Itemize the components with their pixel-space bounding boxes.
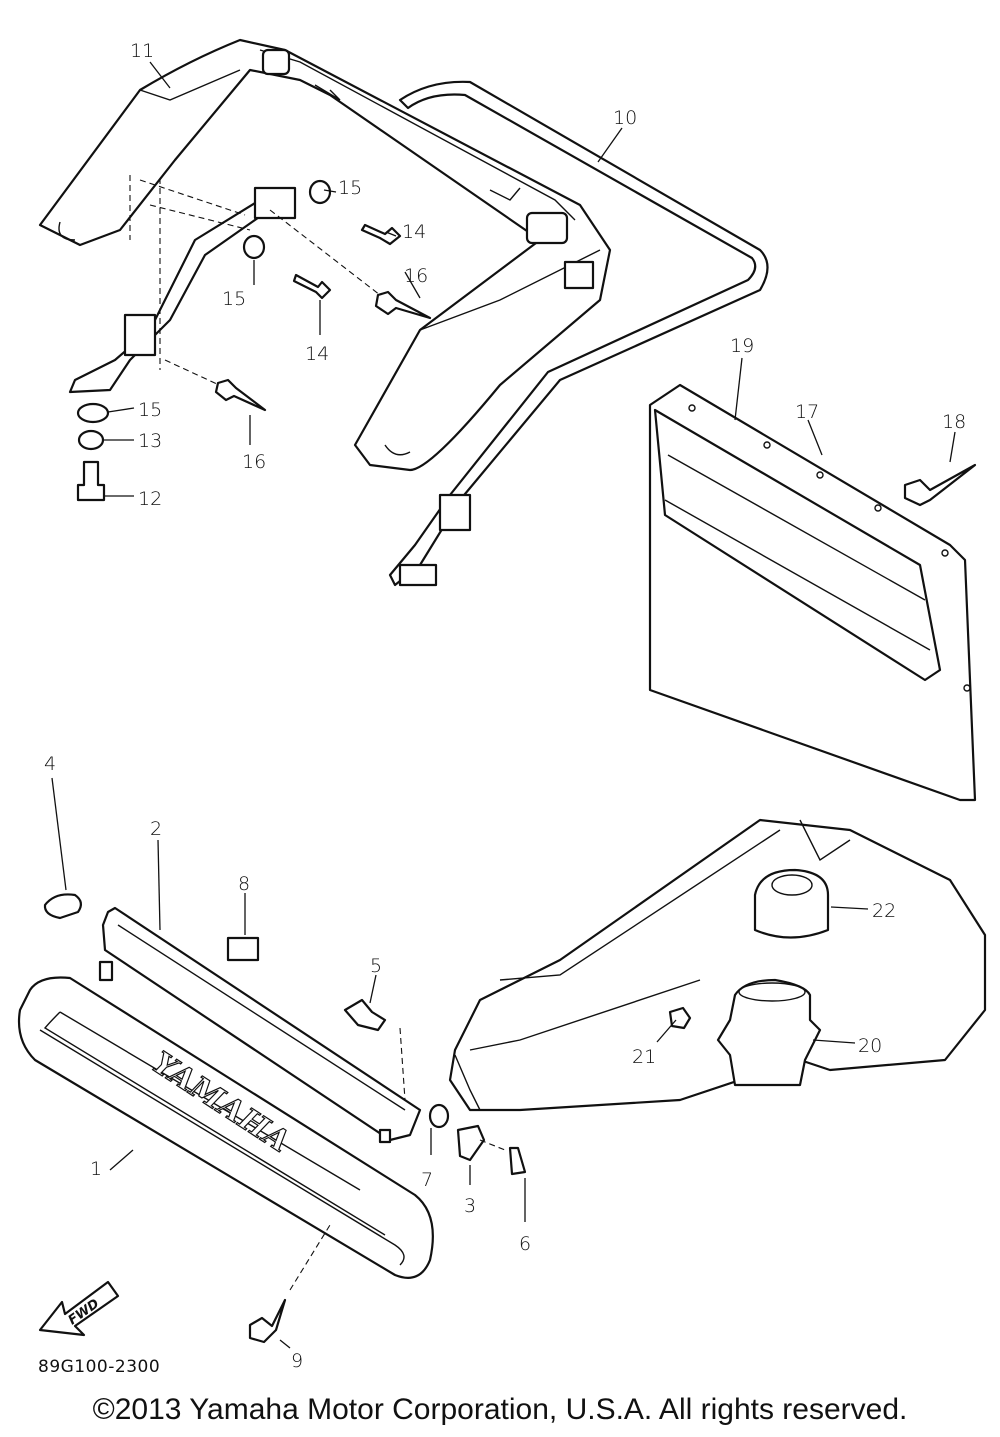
callout-3: 3 bbox=[464, 1195, 476, 1217]
hull-body bbox=[448, 818, 987, 1112]
bracket-3 bbox=[456, 1124, 486, 1162]
callout-22: 22 bbox=[872, 900, 896, 922]
washer-15-a bbox=[308, 179, 332, 205]
callout-16-a: 16 bbox=[404, 265, 428, 287]
clip-6 bbox=[508, 1146, 527, 1176]
callout-15-a: 15 bbox=[338, 177, 362, 199]
screw-9 bbox=[248, 1298, 287, 1344]
washer-15-c bbox=[76, 402, 110, 424]
part-4-bracket bbox=[43, 893, 82, 920]
callout-20: 20 bbox=[858, 1035, 882, 1057]
callout-14-b: 14 bbox=[305, 343, 329, 365]
callout-2: 2 bbox=[150, 818, 162, 840]
callout-6: 6 bbox=[519, 1233, 531, 1255]
callout-13: 13 bbox=[138, 430, 162, 452]
part-11-rear-carrier bbox=[38, 38, 612, 472]
callout-4: 4 bbox=[44, 753, 56, 775]
callout-14-a: 14 bbox=[402, 221, 426, 243]
callout-17: 17 bbox=[795, 401, 819, 423]
bolt-12 bbox=[76, 460, 106, 502]
forward-arrow-icon: FWD bbox=[38, 1280, 120, 1337]
rivet-18 bbox=[903, 463, 977, 507]
lockwasher-13 bbox=[77, 429, 105, 451]
leader-lines bbox=[51, 61, 956, 1349]
bolt-14-b bbox=[292, 273, 332, 300]
lower-hardware bbox=[43, 893, 527, 1344]
callout-19: 19 bbox=[730, 335, 754, 357]
callout-5: 5 bbox=[370, 955, 382, 977]
callout-15-b: 15 bbox=[222, 288, 246, 310]
callout-12: 12 bbox=[138, 488, 162, 510]
part-21-plug bbox=[668, 1006, 692, 1030]
drawing-code: 89G100-2300 bbox=[38, 1357, 161, 1377]
callout-labels: 11 10 15 14 16 15 14 15 13 12 16 19 17 1… bbox=[44, 40, 966, 1372]
callout-15-c: 15 bbox=[138, 399, 162, 421]
part-8-label bbox=[226, 936, 260, 962]
washer-7 bbox=[428, 1103, 450, 1129]
callout-21: 21 bbox=[632, 1046, 656, 1068]
callout-16-b: 16 bbox=[242, 451, 266, 473]
filler-parts bbox=[668, 868, 830, 1087]
callout-8: 8 bbox=[238, 873, 250, 895]
washer-15-b bbox=[242, 234, 266, 260]
bolt-14-a bbox=[360, 223, 402, 246]
copyright-notice: ©2013 Yamaha Motor Corporation, U.S.A. A… bbox=[92, 1393, 908, 1426]
callout-18: 18 bbox=[942, 411, 966, 433]
part-5-fastener bbox=[343, 998, 387, 1032]
callout-7: 7 bbox=[421, 1169, 433, 1191]
callout-11: 11 bbox=[130, 40, 154, 62]
part-10-grab-rail bbox=[68, 80, 769, 587]
rivet-16-b bbox=[214, 378, 267, 412]
upper-mounting-lines bbox=[129, 175, 381, 391]
callout-1: 1 bbox=[90, 1158, 102, 1180]
part-17-19-mud-flap bbox=[648, 383, 977, 802]
part-2-bumper-bracket bbox=[98, 906, 422, 1144]
rivet-16-a bbox=[374, 290, 432, 320]
callout-10: 10 bbox=[613, 107, 637, 129]
part-22-cap bbox=[753, 868, 830, 939]
upper-hardware bbox=[76, 179, 432, 502]
callout-9: 9 bbox=[291, 1350, 303, 1372]
